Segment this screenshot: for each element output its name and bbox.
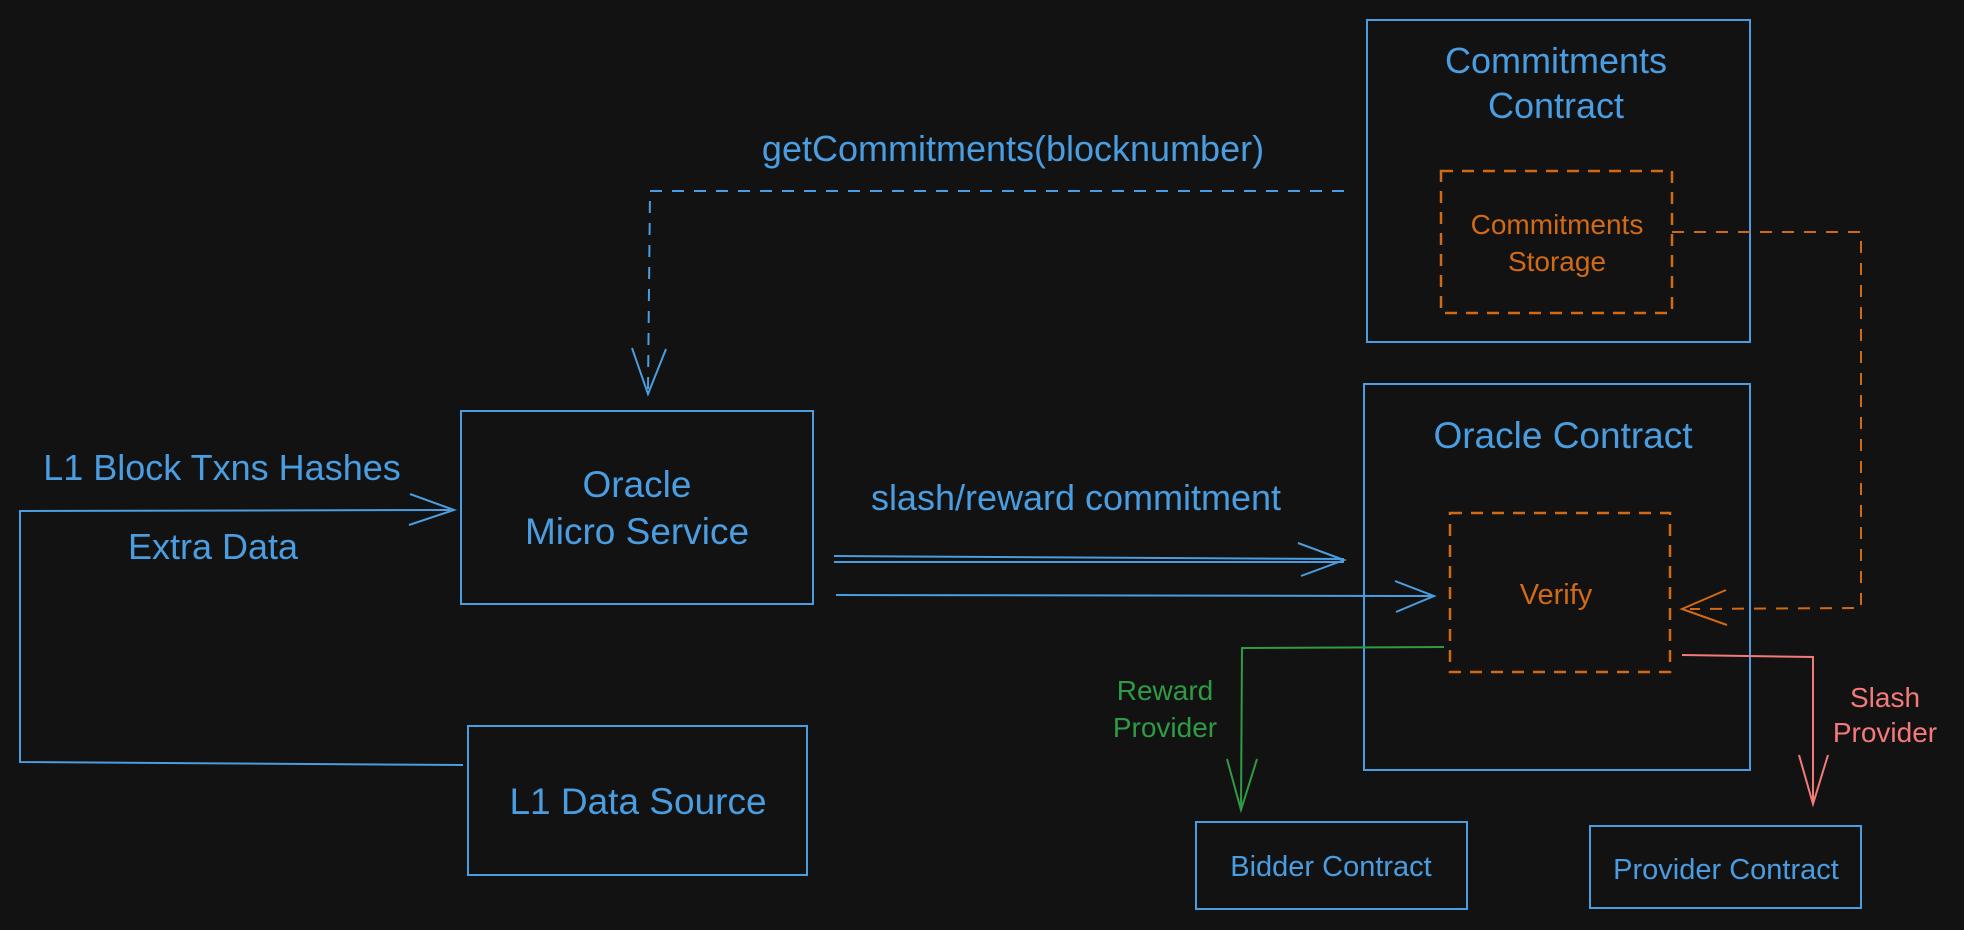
reward-provider-edge: Reward Provider (1113, 646, 1445, 814)
commitments-contract-title-line2: Contract (1488, 85, 1624, 126)
oracle-micro-service-title-line1: Oracle (583, 464, 692, 505)
slash-reward-edge: slash/reward commitment (833, 477, 1437, 613)
reward-provider-label-line2: Provider (1113, 712, 1217, 743)
l1-data-source-box: L1 Data Source (467, 725, 808, 876)
slash-provider-label-line2: Provider (1833, 717, 1937, 748)
slash-provider-label-line1: Slash (1850, 682, 1920, 713)
provider-contract-label: Provider Contract (1613, 854, 1839, 886)
bidder-contract-box: Bidder Contract (1195, 821, 1468, 910)
verify-box: Verify (1448, 511, 1672, 674)
oracle-micro-service-box: Oracle Micro Service (460, 410, 814, 605)
l1-block-txns-hashes-label: L1 Block Txns Hashes (43, 447, 401, 488)
storage-to-verify-edge (1672, 231, 1862, 626)
provider-contract-box: Provider Contract (1589, 825, 1862, 909)
verify-label: Verify (1520, 579, 1593, 611)
get-commitments-label: getCommitments(blocknumber) (762, 128, 1264, 169)
l1-input-edge: L1 Block Txns Hashes Extra Data (19, 447, 464, 766)
slash-reward-label: slash/reward commitment (871, 477, 1281, 518)
get-commitments-edge: getCommitments(blocknumber) (631, 128, 1344, 397)
oracle-micro-service-title-line2: Micro Service (525, 511, 749, 552)
reward-provider-label-line1: Reward (1117, 675, 1213, 706)
commitments-storage-label-line1: Commitments (1471, 209, 1644, 240)
extra-data-label: Extra Data (128, 526, 299, 567)
commitments-contract-title-line1: Commitments (1445, 40, 1667, 81)
commitments-storage-label-line2: Storage (1508, 246, 1606, 277)
bidder-contract-label: Bidder Contract (1230, 851, 1432, 883)
oracle-contract-title: Oracle Contract (1433, 415, 1693, 456)
slash-provider-edge: Slash Provider (1681, 654, 1937, 808)
oracle-contract-box: Oracle Contract (1363, 383, 1751, 771)
commitments-contract-box: Commitments Contract (1366, 19, 1751, 343)
commitments-storage-box: Commitments Storage (1439, 169, 1674, 315)
l1-data-source-label: L1 Data Source (509, 781, 766, 822)
